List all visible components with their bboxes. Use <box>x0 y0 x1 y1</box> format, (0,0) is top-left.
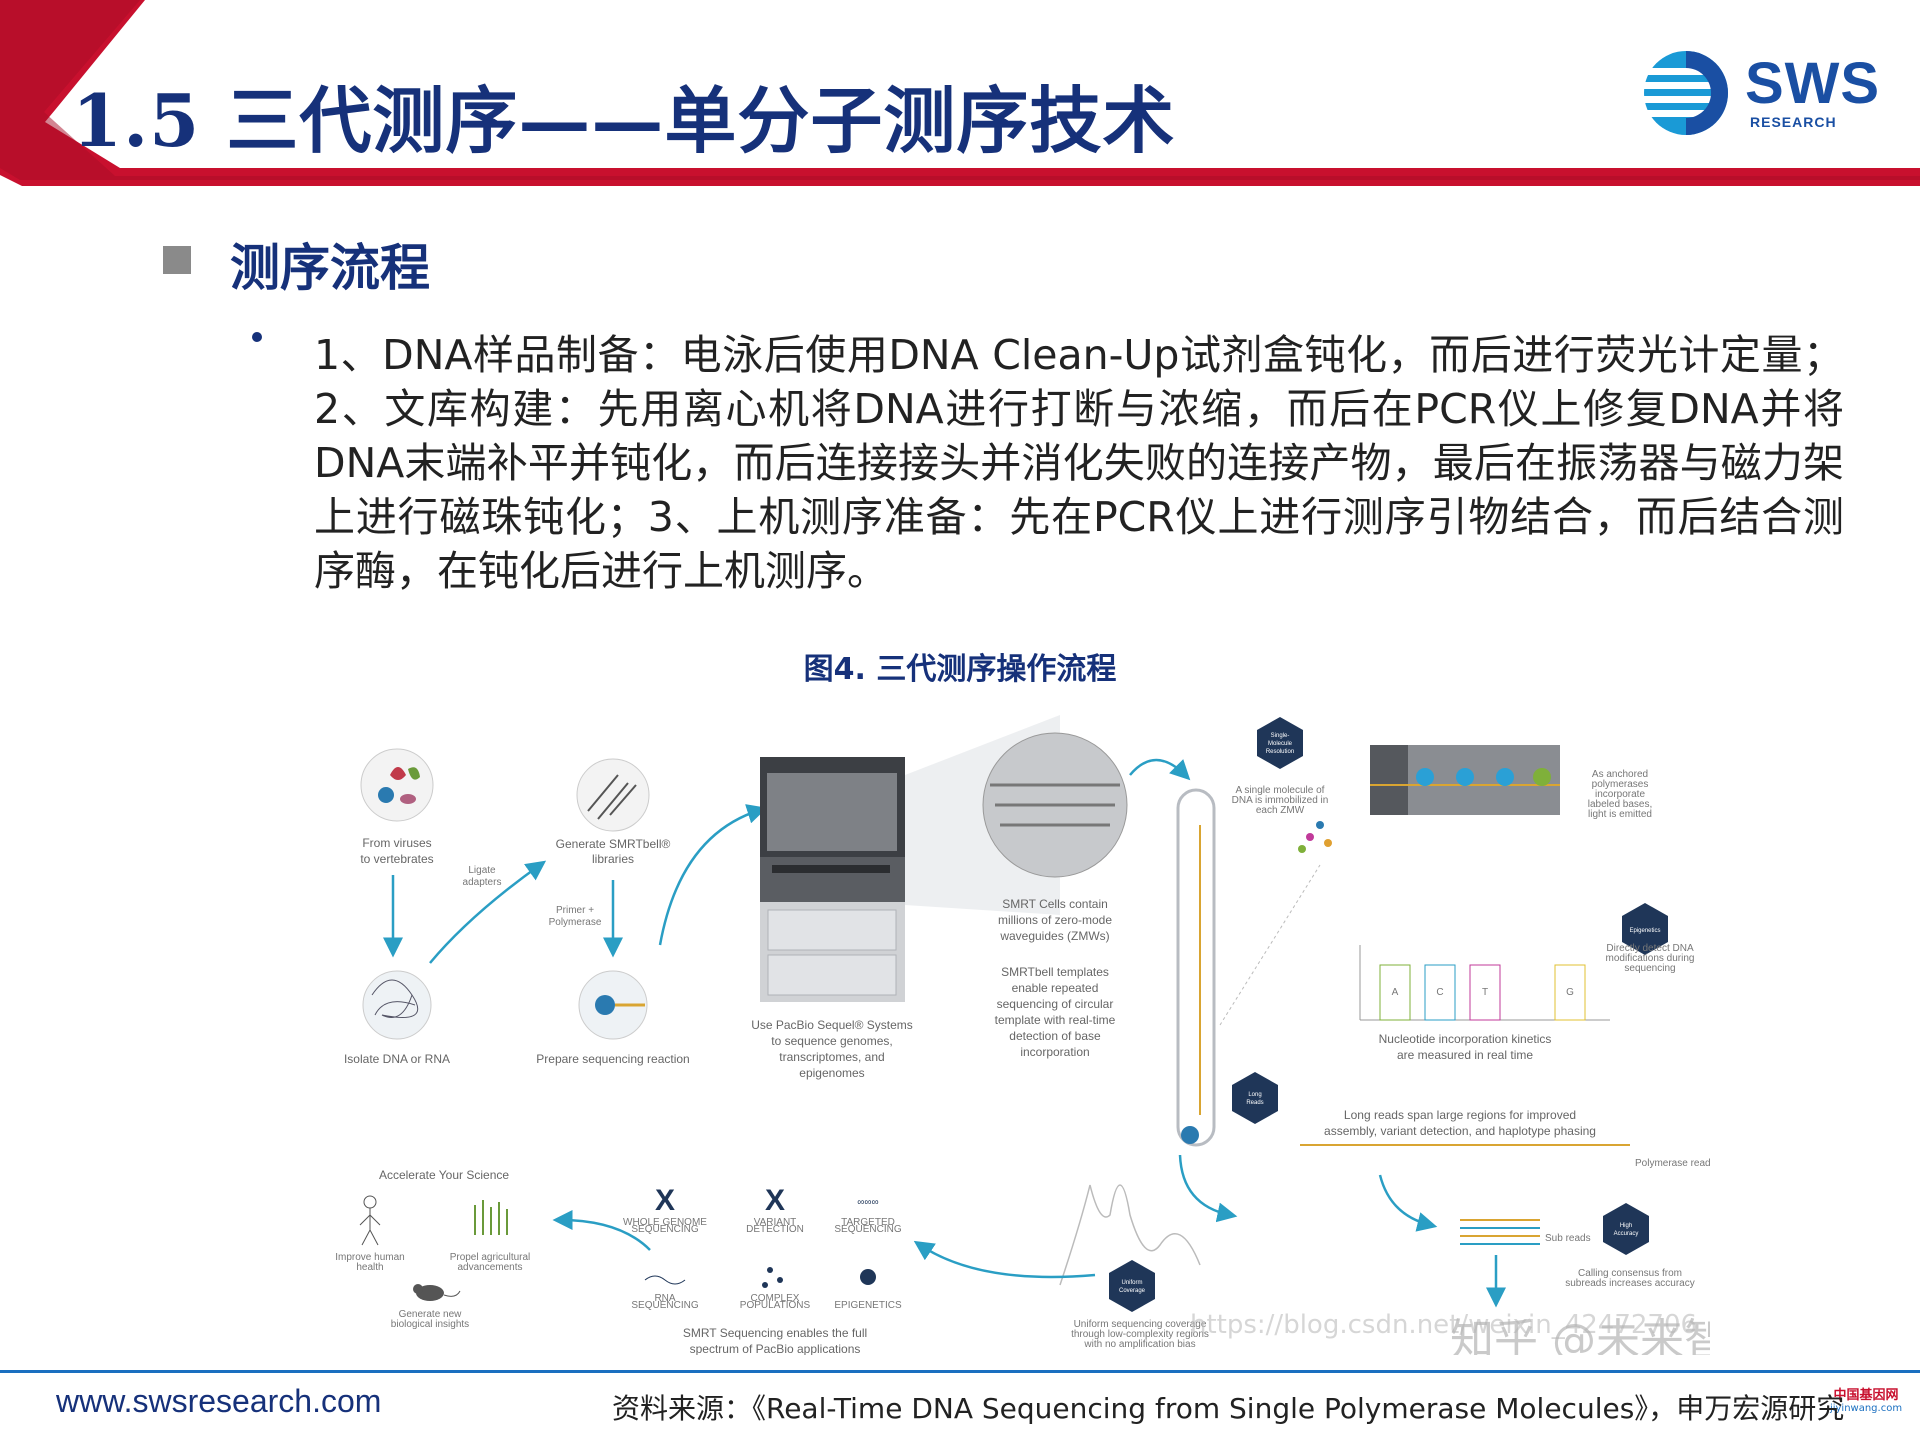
sws-logo: SWS RESEARCH <box>1640 48 1880 138</box>
svg-text:Molecule: Molecule <box>1268 741 1293 747</box>
primer-label-1: Primer + <box>556 905 594 916</box>
footer-source: 资料来源：《Real-Time DNA Sequencing from Sing… <box>612 1387 1844 1427</box>
svg-text:Accuracy: Accuracy <box>1614 1231 1639 1237</box>
svg-text:DETECTION: DETECTION <box>746 1224 804 1235</box>
applications-grid: X WHOLE GENOME SEQUENCING X VARIANT DETE… <box>623 1184 902 1311</box>
smrt-cells-label-1: SMRT Cells contain <box>1002 897 1108 911</box>
templates-label-3: sequencing of circular <box>997 997 1114 1011</box>
templates-label-6: incorporation <box>1020 1045 1089 1059</box>
long-reads-label-1: Long reads span large regions for improv… <box>1344 1108 1576 1122</box>
zhihu-watermark: 知乎 @未来智库 <box>1450 1315 1710 1355</box>
immobilized-label-3: each ZMW <box>1256 805 1305 816</box>
sequel-label-2: to sequence genomes, <box>771 1034 892 1048</box>
smrtbell-icon <box>577 759 649 831</box>
human-icon <box>360 1196 380 1245</box>
agri-label-2: advancements <box>457 1262 522 1273</box>
kinetics-plot: A C T G <box>1360 945 1610 1020</box>
svg-text:Single-: Single- <box>1271 733 1290 739</box>
section-title: 测序流程 <box>230 228 430 300</box>
svg-text:Reads: Reads <box>1246 1100 1263 1106</box>
svg-text:Resolution: Resolution <box>1266 749 1294 755</box>
svg-text:SEQUENCING: SEQUENCING <box>631 1224 698 1235</box>
svg-text:Coverage: Coverage <box>1119 1288 1146 1294</box>
svg-text:Epigenetics: Epigenetics <box>1629 928 1660 934</box>
figure-caption: 图4. 三代测序操作流程 <box>0 644 1920 688</box>
uniform-coverage-badge: Uniform Coverage <box>1109 1260 1155 1312</box>
generate-label-1: Generate SMRTbell® <box>556 837 671 851</box>
svg-text:SEQUENCING: SEQUENCING <box>631 1300 698 1311</box>
insights-label-2: biological insights <box>391 1319 469 1330</box>
mouse-icon <box>413 1284 460 1301</box>
templates-label-4: template with real-time <box>995 1013 1116 1027</box>
sequencing-workflow-figure: From viruses to vertebrates Isolate DNA … <box>320 715 1710 1355</box>
sub-reads-label: Sub reads <box>1545 1233 1591 1244</box>
long-reads-label-2: assembly, variant detection, and haploty… <box>1324 1124 1596 1138</box>
primer-label-2: Polymerase <box>549 917 602 928</box>
sequel-label-4: epigenomes <box>799 1066 864 1080</box>
base-a: A <box>1392 987 1399 998</box>
organisms-icon <box>361 749 433 821</box>
logo-text: SWS <box>1745 50 1880 117</box>
svg-text:∞∞∞: ∞∞∞ <box>857 1197 878 1208</box>
svg-text:X: X <box>655 1184 675 1217</box>
plants-icon <box>475 1200 507 1235</box>
smrt-cell-zoom-icon <box>983 733 1127 877</box>
svg-text:POPULATIONS: POPULATIONS <box>740 1300 811 1311</box>
labeled-nucleotides-icon <box>1298 821 1332 853</box>
zmw-strip-icon <box>1370 745 1560 815</box>
sequel-label-1: Use PacBio Sequel® Systems <box>751 1018 913 1032</box>
viruses-label-1: From viruses <box>362 836 431 850</box>
circular-template-loop <box>1178 790 1214 1145</box>
svg-text:EPIGENETICS: EPIGENETICS <box>834 1300 902 1311</box>
viruses-label-2: to vertebrates <box>360 852 433 866</box>
svg-text:X: X <box>765 1184 785 1217</box>
kinetics-label-2: are measured in real time <box>1397 1048 1533 1062</box>
isolate-label: Isolate DNA or RNA <box>344 1052 450 1066</box>
svg-text:SEQUENCING: SEQUENCING <box>834 1224 901 1235</box>
sub-reads-lines <box>1460 1220 1540 1244</box>
logo-subtext: RESEARCH <box>1750 114 1837 130</box>
section-bullet <box>163 246 191 274</box>
base-t: T <box>1482 987 1488 998</box>
svg-text:Long: Long <box>1248 1092 1261 1098</box>
smrt-apps-label-1: SMRT Sequencing enables the full <box>683 1326 867 1340</box>
polymerase-read-label: Polymerase read <box>1635 1158 1710 1169</box>
bullet-dot <box>252 332 262 342</box>
long-reads-badge: Long Reads <box>1232 1072 1278 1124</box>
base-c: C <box>1436 987 1443 998</box>
anchored-label-5: light is emitted <box>1588 809 1652 820</box>
ligate-label-2: adapters <box>463 877 502 888</box>
dna-tangle-icon <box>363 971 431 1039</box>
body-paragraph: 1、DNA样品制备：电泳后使用DNA Clean-Up试剂盒钝化，而后进行荧光计… <box>314 328 1844 598</box>
templates-label-2: enable repeated <box>1012 981 1099 995</box>
slide-title: 1.5 三代测序——单分子测序技术 <box>72 62 1175 167</box>
consensus-label-2: subreads increases accuracy <box>1565 1278 1695 1289</box>
high-accuracy-badge: High Accuracy <box>1603 1203 1649 1255</box>
smrt-cells-label-3: waveguides (ZMWs) <box>999 929 1109 943</box>
ligate-label-1: Ligate <box>468 865 496 876</box>
sequel-label-3: transcriptomes, and <box>779 1050 884 1064</box>
base-g: G <box>1566 987 1574 998</box>
kinetics-label-1: Nucleotide incorporation kinetics <box>1379 1032 1552 1046</box>
smrt-cells-label-2: millions of zero-mode <box>998 913 1112 927</box>
prepare-label: Prepare sequencing reaction <box>536 1052 689 1066</box>
single-molecule-badge: Single- Molecule Resolution <box>1257 717 1303 769</box>
templates-label-1: SMRTbell templates <box>1001 965 1109 979</box>
detect-label-3: sequencing <box>1624 963 1675 974</box>
reaction-icon <box>579 971 647 1039</box>
accelerate-label: Accelerate Your Science <box>379 1168 509 1182</box>
smrt-apps-label-2: spectrum of PacBio applications <box>690 1342 861 1355</box>
logo-globe-icon <box>1640 48 1740 138</box>
health-label-2: health <box>356 1262 383 1273</box>
generate-label-2: libraries <box>592 852 634 866</box>
footer-divider <box>0 1370 1920 1373</box>
svg-text:High: High <box>1620 1223 1632 1229</box>
footer-url[interactable]: www.swsresearch.com <box>56 1383 381 1420</box>
sequel-instrument-icon <box>760 757 905 1002</box>
svg-text:Uniform: Uniform <box>1121 1280 1142 1286</box>
templates-label-5: detection of base <box>1009 1029 1101 1043</box>
uniform-label-3: with no amplification bias <box>1083 1339 1195 1350</box>
